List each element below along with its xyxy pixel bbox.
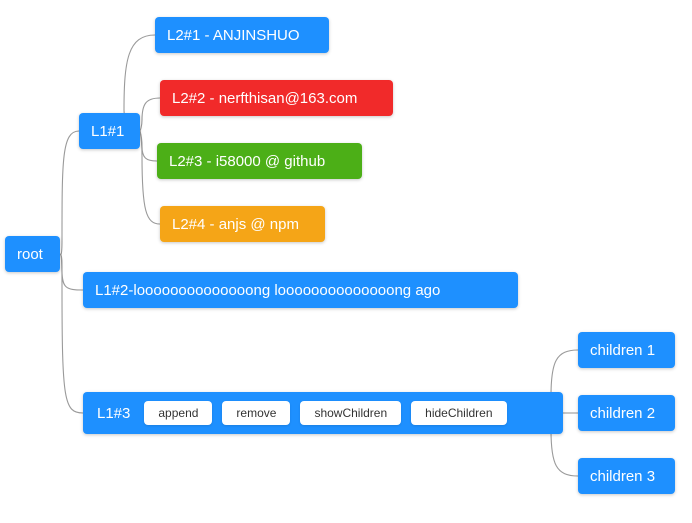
node-root-label: root bbox=[17, 245, 43, 263]
node-l2-1-label: L2#1 - ANJINSHUO bbox=[167, 26, 300, 44]
node-l2-3-label: L2#3 - i58000 @ github bbox=[169, 152, 326, 170]
append-button[interactable]: append bbox=[144, 401, 213, 425]
node-child-3[interactable]: children 3 bbox=[578, 458, 675, 494]
node-child-2-label: children 2 bbox=[590, 404, 656, 422]
hide-children-button[interactable]: hideChildren bbox=[411, 401, 507, 425]
node-l2-1[interactable]: L2#1 - ANJINSHUO bbox=[155, 17, 329, 53]
edge-root-to-l1-1 bbox=[59, 130, 80, 256]
edge-l1-1-to-l2-3 bbox=[139, 130, 158, 162]
node-l1-1-label: L1#1 bbox=[91, 122, 125, 140]
node-child-1[interactable]: children 1 bbox=[578, 332, 675, 368]
node-l2-4[interactable]: L2#4 - anjs @ npm bbox=[160, 206, 325, 242]
node-l1-3-label: L1#3 bbox=[97, 404, 131, 422]
node-l1-2-label: L1#2-loooooooooooooong loooooooooooooong… bbox=[95, 281, 441, 299]
edge-root-to-l1-3 bbox=[59, 253, 84, 414]
node-l2-3[interactable]: L2#3 - i58000 @ github bbox=[157, 143, 362, 179]
node-l2-4-label: L2#4 - anjs @ npm bbox=[172, 215, 299, 233]
node-l1-2[interactable]: L1#2-loooooooooooooong loooooooooooooong… bbox=[83, 272, 518, 308]
edge-root-to-l1-2 bbox=[59, 253, 84, 291]
node-child-2[interactable]: children 2 bbox=[578, 395, 675, 431]
node-l1-3[interactable]: L1#3 append remove showChildren hideChil… bbox=[83, 392, 563, 434]
edge-l1-1-to-l2-2 bbox=[139, 97, 161, 132]
node-l1-1[interactable]: L1#1 bbox=[79, 113, 140, 149]
show-children-button[interactable]: showChildren bbox=[300, 401, 402, 425]
node-l2-2-label: L2#2 - nerfthisan@163.com bbox=[172, 89, 358, 107]
node-child-1-label: children 1 bbox=[590, 341, 656, 359]
remove-button[interactable]: remove bbox=[222, 401, 291, 425]
node-l2-2[interactable]: L2#2 - nerfthisan@163.com bbox=[160, 80, 393, 116]
node-child-3-label: children 3 bbox=[590, 467, 656, 485]
node-root[interactable]: root bbox=[5, 236, 60, 272]
